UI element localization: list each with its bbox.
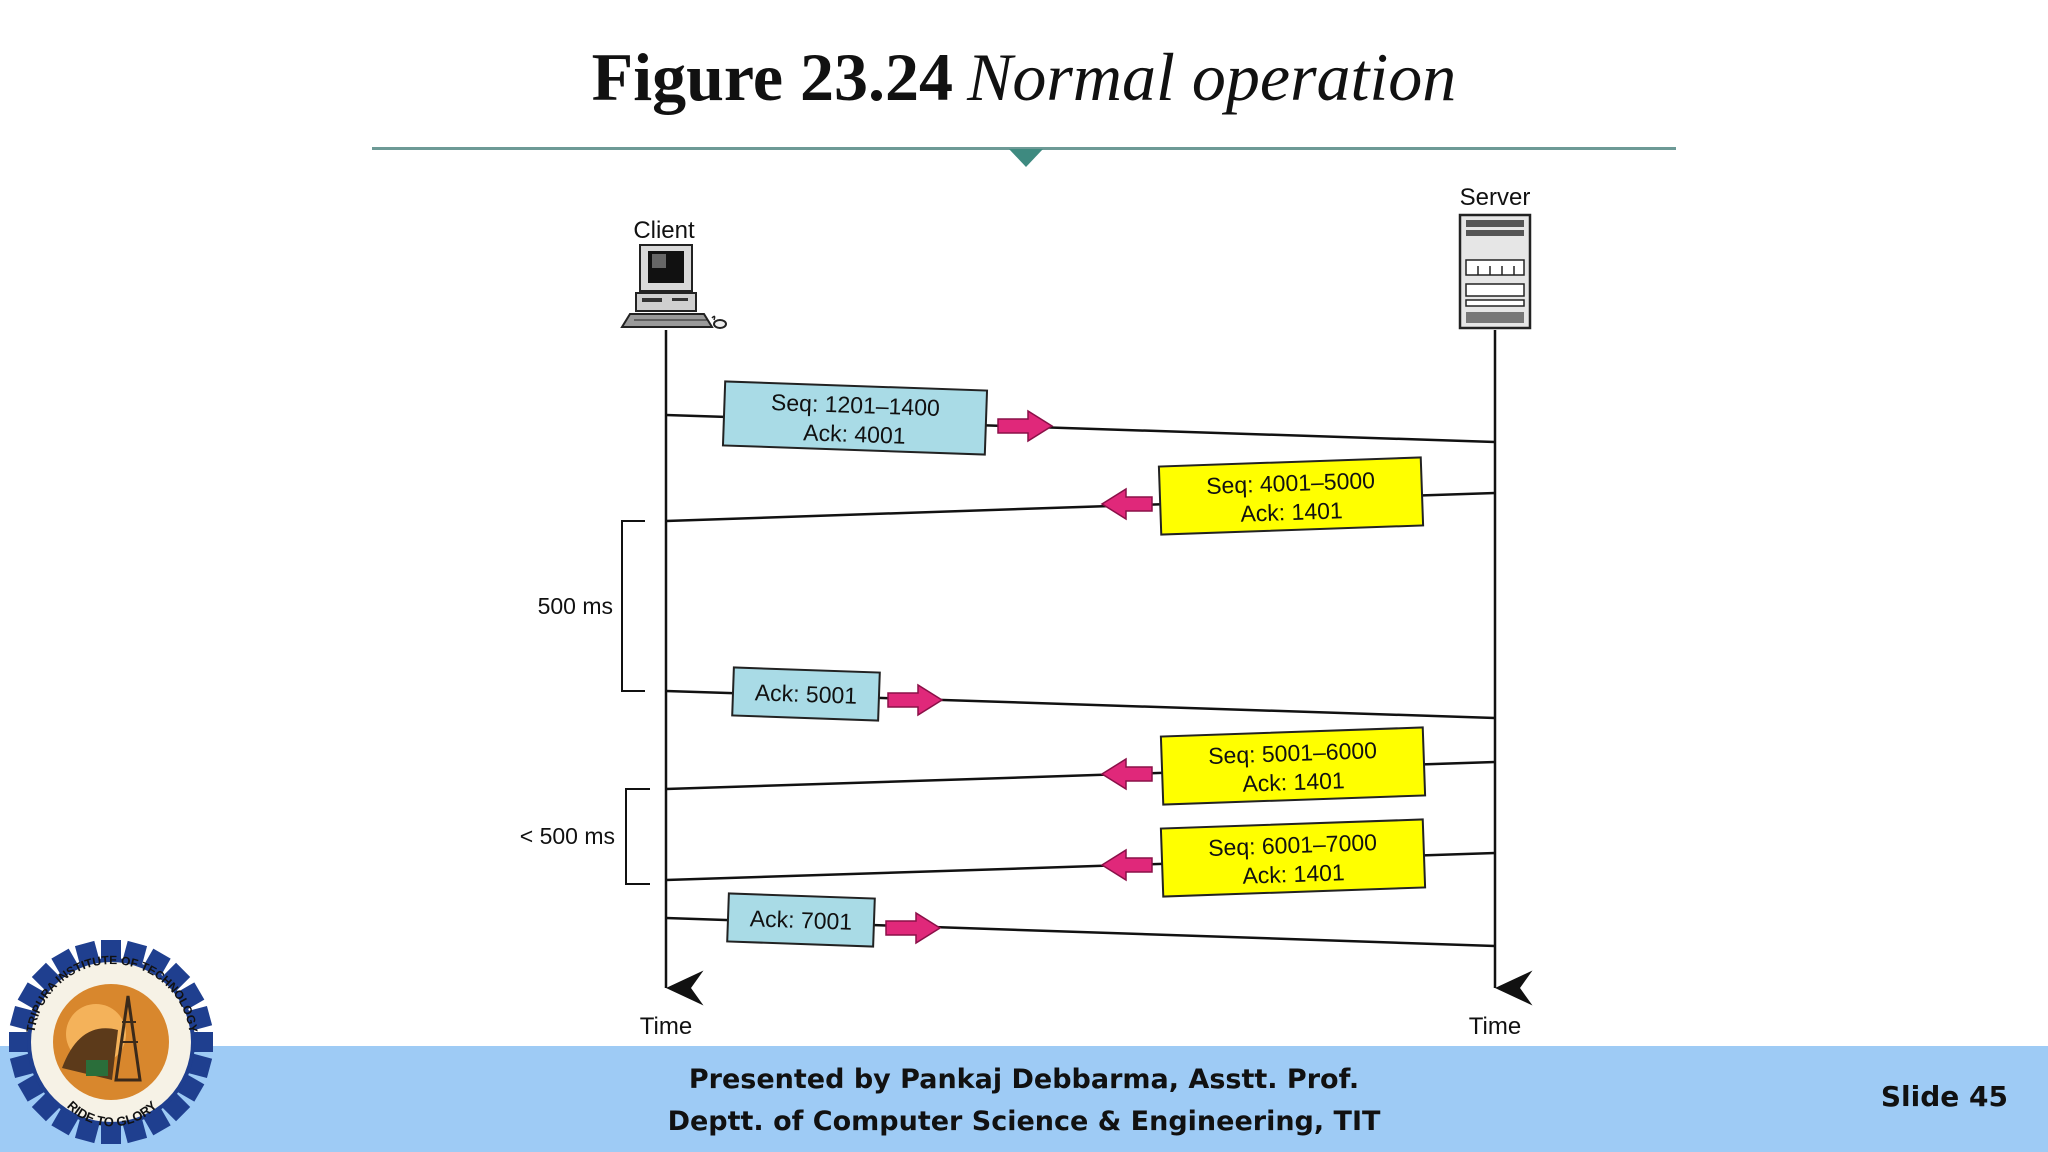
client-computer-icon <box>620 244 727 329</box>
server-icon <box>1458 213 1532 330</box>
interval-bracket-2 <box>625 788 650 885</box>
server-label: Server <box>1460 184 1531 211</box>
segment-seq-text: Seq: 6001–7000 <box>1208 829 1378 861</box>
segment-label-box: Ack: 5001 <box>731 666 881 722</box>
segment-ack-text: Ack: 5001 <box>754 679 857 709</box>
footer-department: Deptt. of Computer Science & Engineering… <box>667 1106 1381 1137</box>
segment-exchange: Ack: 7001 <box>665 892 1496 948</box>
client-label: Client <box>633 217 695 244</box>
segment-ack-text: Ack: 1401 <box>1242 859 1345 889</box>
interval-label-2: < 500 ms <box>520 823 615 849</box>
direction-arrow-icon <box>1100 848 1153 882</box>
segment-seq-text: Seq: 4001–5000 <box>1206 467 1376 499</box>
segment-ack-text: Ack: 1401 <box>1242 767 1345 797</box>
direction-arrow-icon <box>887 683 944 717</box>
footer-presenter: Presented by Pankaj Debbarma, Asstt. Pro… <box>688 1064 1360 1095</box>
footer-bar <box>0 1046 2048 1152</box>
direction-arrow-icon <box>1100 757 1153 791</box>
segment-seq-text: Seq: 1201–1400 <box>771 389 941 421</box>
figure-number: Figure 23.24 <box>591 39 954 115</box>
segment-exchange: Ack: 5001 <box>665 666 1496 722</box>
figure-caption: Normal operation <box>967 39 1457 115</box>
interval-label-1: 500 ms <box>538 593 613 619</box>
institute-logo: TRIPURA INSTITUTE OF TECHNOLOGY RIDE TO … <box>9 940 213 1144</box>
segment-label-box: Ack: 7001 <box>726 892 876 948</box>
segment-seq-text: Seq: 5001–6000 <box>1208 737 1378 769</box>
divider-marker <box>1009 149 1043 167</box>
interval-bracket-1 <box>621 520 645 692</box>
time-label-server: Time <box>1469 1013 1521 1040</box>
time-label-client: Time <box>640 1013 692 1040</box>
direction-arrow-icon <box>885 911 942 945</box>
title-divider <box>372 147 1676 150</box>
segment-ack-text: Ack: 4001 <box>803 419 906 449</box>
segment-ack-text: Ack: 1401 <box>1240 497 1343 527</box>
slide-number: Slide 45 <box>1880 1080 2008 1113</box>
direction-arrow-icon <box>997 409 1054 443</box>
direction-arrow-icon <box>1100 487 1153 521</box>
segment-ack-text: Ack: 7001 <box>749 905 852 935</box>
